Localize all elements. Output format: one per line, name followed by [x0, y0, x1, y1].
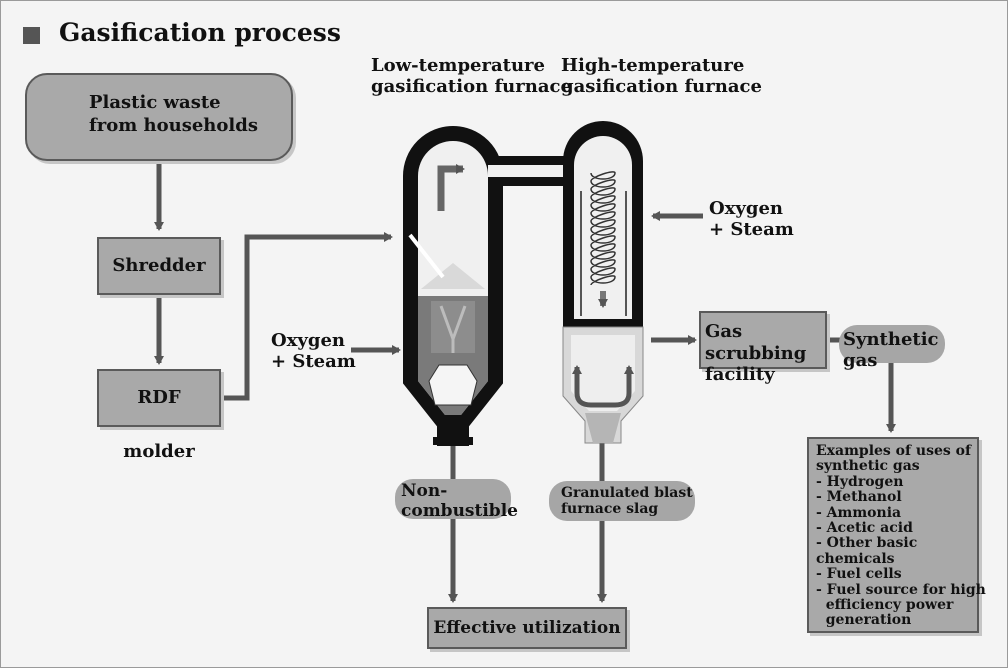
non-combustible-label: Non- combustible: [401, 481, 518, 521]
oxygen-steam-left-label: Oxygen + Steam: [271, 330, 356, 372]
uses-item: - Fuel source for high efficiency power …: [816, 581, 986, 629]
effective-utilization-box: Effective utilization: [427, 607, 627, 649]
uses-heading: Examples of uses of synthetic gas: [816, 443, 971, 475]
arrow-rdf-to-furnace: [223, 232, 393, 401]
synthetic-gas-pill: Synthetic gas: [839, 325, 945, 370]
non-combustible-pill: Non- combustible: [395, 479, 518, 520]
rdf-molder-box: RDF molder: [97, 369, 221, 462]
low-temperature-furnace-label: Low-temperature gasification furnace: [371, 55, 572, 97]
plastic-waste-label: Plastic waste from households: [89, 92, 258, 137]
shredder-box: Shredder: [97, 237, 221, 295]
rdf-molder-label: RDF molder: [123, 387, 195, 462]
shredder-label: Shredder: [112, 255, 206, 276]
uses-item: - Other basic chemicals: [816, 535, 918, 567]
uses-item: - Ammonia: [816, 504, 902, 521]
gas-scrubbing-box: Gas scrubbing facility: [699, 311, 827, 385]
uses-item: - Hydrogen: [816, 473, 904, 490]
uses-item: - Fuel cells: [816, 566, 902, 583]
slag-pill: Granulated blast furnace slag: [549, 481, 695, 521]
high-temperature-furnace: [562, 121, 644, 444]
title-bullet-icon: [23, 27, 40, 44]
high-temperature-furnace-label: High-temperature gasification furnace: [561, 55, 762, 97]
uses-examples-box: Examples of uses of synthetic gas - Hydr…: [807, 437, 986, 633]
oxygen-steam-right-label: Oxygen + Steam: [709, 198, 794, 240]
low-temperature-furnace: [403, 126, 503, 446]
uses-item: - Acetic acid: [816, 519, 913, 536]
flow-arrows: [154, 161, 896, 603]
effective-utilization-label: Effective utilization: [433, 618, 621, 638]
furnace-connecting-duct: [488, 156, 572, 186]
synthetic-gas-label: Synthetic gas: [843, 329, 939, 371]
uses-item: - Methanol: [816, 489, 902, 506]
page-title: Gasification process: [59, 18, 341, 47]
gas-scrubbing-label: Gas scrubbing facility: [705, 321, 807, 386]
plastic-waste-box: Plastic waste from households: [25, 73, 293, 161]
slag-label: Granulated blast furnace slag: [561, 485, 693, 518]
